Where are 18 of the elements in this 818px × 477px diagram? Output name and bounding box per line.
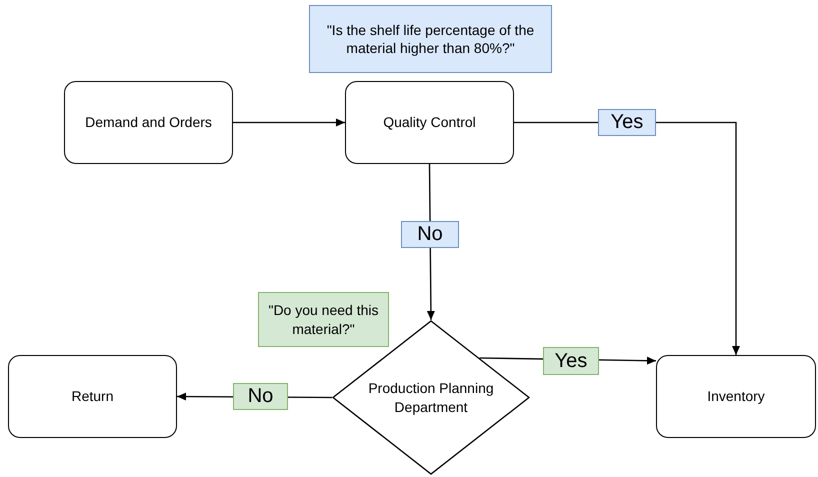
note-box [309, 5, 552, 73]
arrow [233, 118, 345, 126]
node-text: Demand and Orders [85, 113, 212, 132]
node-text: Quality Control [383, 113, 476, 132]
edge-label: No [233, 383, 288, 410]
edge-label: Yes [543, 347, 599, 375]
process-box [656, 355, 816, 438]
process-box [64, 81, 233, 164]
note-box [258, 292, 389, 347]
node-text: Inventory [707, 387, 765, 406]
node-text: "Do you need this material?" [267, 301, 380, 338]
process-box [345, 81, 514, 164]
node-text: Production Planning Department [367, 379, 495, 416]
process-box [8, 355, 177, 438]
node-text: "Is the shelf life percentage of the material higher than 80%?" [326, 20, 536, 58]
node-text: Return [71, 387, 114, 406]
edge-label: Yes [598, 109, 656, 136]
edge-label: No [401, 221, 459, 248]
